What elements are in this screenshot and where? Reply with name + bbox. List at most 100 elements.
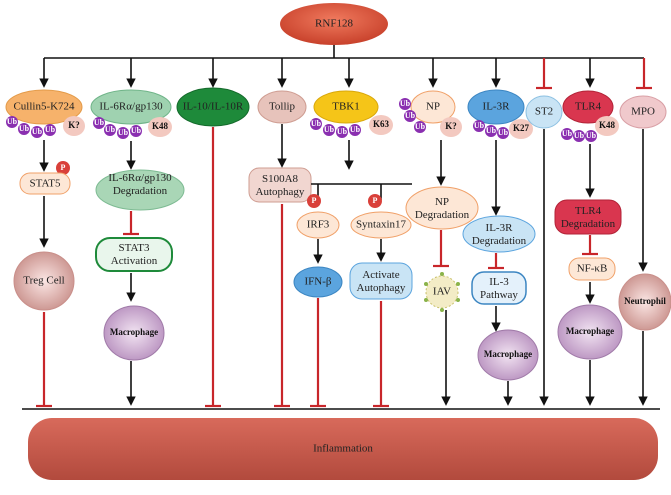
lysine-site-badge <box>63 116 85 136</box>
svg-text:Ub: Ub <box>105 125 116 134</box>
svg-text:Ub: Ub <box>574 131 585 140</box>
svg-text:Ub: Ub <box>405 111 416 120</box>
rnf128-label: RNF128 <box>315 18 353 30</box>
inflammation-label: Inflammation <box>313 443 373 455</box>
svg-text:Ub: Ub <box>324 125 335 134</box>
svg-text:Ub: Ub <box>415 122 426 131</box>
lysine-site-badge <box>148 117 172 137</box>
phospho-icon <box>307 194 321 208</box>
nfkb-label: NF-κB <box>577 263 608 275</box>
irf3-label: IRF3 <box>307 219 330 231</box>
phospho-icon <box>56 161 70 175</box>
tlr4-node <box>562 90 614 124</box>
ubiquitin-chain-icon: Ub Ub Ub <box>561 128 597 142</box>
inflammation-node: Inflammation <box>28 418 658 480</box>
svg-text:Ub: Ub <box>118 128 129 137</box>
il6r-node <box>90 89 172 125</box>
column-st2: ST2 <box>525 95 563 406</box>
cullin5-node <box>5 89 83 125</box>
il6r-label: IL-6Rα/gp130 <box>99 101 163 113</box>
macrophage-label: Macrophage <box>566 326 614 336</box>
svg-text:Ub: Ub <box>19 124 30 133</box>
mpo-label: MPO <box>631 106 655 118</box>
il3r-node <box>467 89 525 125</box>
svg-text:K27: K27 <box>513 123 530 133</box>
svg-text:P: P <box>61 163 66 172</box>
ubiquitin-chain-icon: Ub Ub Ub Ub <box>93 117 142 139</box>
svg-text:Ub: Ub <box>350 125 361 134</box>
tollip-label: Tollip <box>269 101 296 113</box>
st2-node <box>525 95 563 129</box>
il10-label: IL-10/IL-10R <box>183 101 244 113</box>
svg-text:Ub: Ub <box>486 126 497 135</box>
syntaxin17-node <box>350 211 412 239</box>
stat5-label: STAT5 <box>30 178 61 190</box>
nfkb-node <box>568 257 616 281</box>
tollip-node <box>257 90 307 124</box>
stat5-node <box>19 172 71 195</box>
st2-label: ST2 <box>535 106 553 118</box>
ubiquitin-chain-icon: Ub Ub Ub <box>473 120 509 139</box>
iav-label: IAV <box>433 286 451 298</box>
irf3-node <box>296 211 340 239</box>
iav-virus-icon <box>424 272 460 312</box>
column-tbk1: TBK1 Ub Ub Ub Ub K63 P IRF3 IFN-β P Synt… <box>293 90 413 408</box>
treg-cell-icon <box>13 251 75 311</box>
ubiquitin-chain-icon: Ub Ub Ub <box>399 98 426 133</box>
svg-text:K63: K63 <box>373 119 390 129</box>
svg-text:Ub: Ub <box>131 126 142 135</box>
svg-text:Ub: Ub <box>562 129 573 138</box>
svg-text:K?: K? <box>68 120 80 130</box>
svg-text:Ub: Ub <box>32 127 43 136</box>
np-degradation-node <box>405 186 479 230</box>
neutrophil-label: Neutrophil <box>624 296 666 306</box>
column-il10: IL-10/IL-10R <box>176 87 250 408</box>
svg-text:K48: K48 <box>599 120 616 130</box>
np-node <box>410 90 456 124</box>
column-cullin5: Cullin5-K724 Ub Ub Ub Ub K? P STAT5 Treg… <box>5 89 85 408</box>
il3-pathway-node <box>471 271 527 305</box>
lysine-site-badge <box>509 119 533 139</box>
svg-text:Ub: Ub <box>7 117 18 126</box>
macrophage-label: Macrophage <box>110 327 158 337</box>
syntaxin17-label: Syntaxin17 <box>356 219 407 231</box>
svg-text:K?: K? <box>445 121 457 131</box>
il3r-label: IL-3R <box>483 101 511 113</box>
column-mpo: MPO Neutrophil <box>618 95 671 406</box>
lysine-site-badge <box>440 117 462 137</box>
svg-text:P: P <box>312 196 317 205</box>
s100a8-autophagy-node <box>248 167 312 203</box>
svg-text:Ub: Ub <box>586 131 597 140</box>
tbk1-node <box>313 90 379 124</box>
phospho-icon <box>368 194 382 208</box>
svg-text:Ub: Ub <box>337 127 348 136</box>
svg-text:Ub: Ub <box>400 99 411 108</box>
column-il6r: IL-6Rα/gp130 Ub Ub Ub Ub K48 IL-6Rα/gp13… <box>90 89 185 406</box>
stat3-activation-node <box>95 237 173 272</box>
il3r-degradation-node <box>462 215 536 253</box>
macrophage-icon <box>103 305 165 361</box>
np-label: NP <box>426 101 440 113</box>
ifn-beta-node <box>293 266 343 298</box>
svg-text:Ub: Ub <box>498 128 509 137</box>
macrophage-icon <box>557 304 623 360</box>
svg-text:Ub: Ub <box>94 118 105 127</box>
ifn-beta-label: IFN-β <box>305 276 332 288</box>
macrophage-label: Macrophage <box>484 349 532 359</box>
treg-cell-label: Treg Cell <box>23 275 64 287</box>
cullin5-label: Cullin5-K724 <box>13 101 75 113</box>
svg-text:Ub: Ub <box>311 119 322 128</box>
svg-text:Ub: Ub <box>474 121 485 130</box>
rnf128-node: RNF128 <box>280 3 388 45</box>
tlr4-label: TLR4 <box>575 101 602 113</box>
